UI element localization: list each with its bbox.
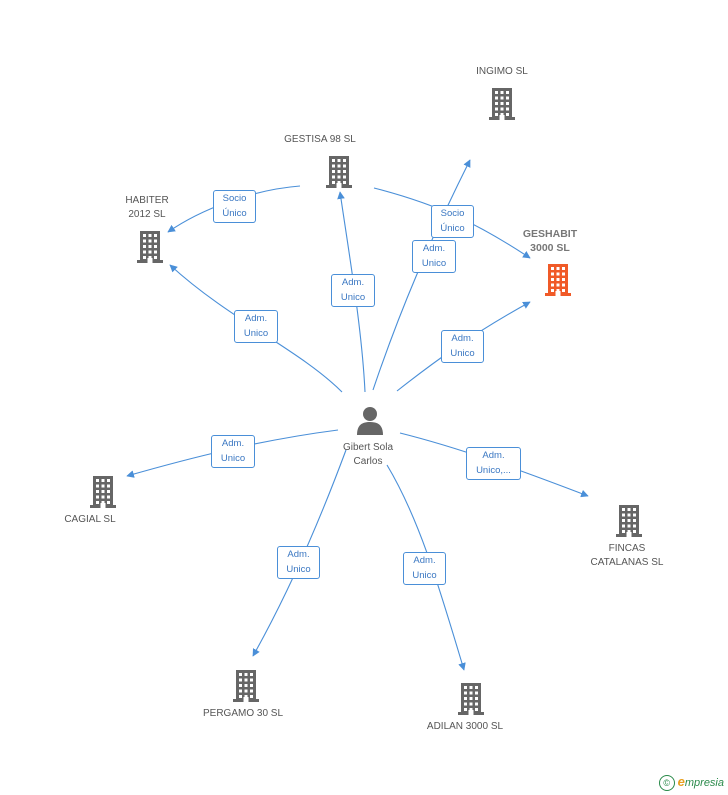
edge-label-to-cagial[interactable]: Adm. Unico — [211, 435, 255, 468]
person-name-line1: Gibert Sola — [342, 442, 394, 453]
company-name-line: 2012 SL — [128, 209, 166, 220]
edge-label-line: Adm. — [482, 450, 505, 461]
building-icon-pergamo[interactable] — [231, 668, 261, 707]
building-icon-ingimo[interactable] — [487, 86, 517, 125]
company-name-line: 3000 SL — [530, 242, 570, 254]
edge-label-to-adilan[interactable]: Adm. Unico — [403, 552, 446, 585]
edge-label-line: Adm. — [341, 277, 365, 288]
edge-label-line: Socio — [222, 193, 247, 204]
company-name-cagial[interactable]: CAGIAL SL — [50, 513, 130, 527]
company-name-line: CATALANAS SL — [590, 557, 664, 568]
edge-label-line: Adm. — [451, 333, 474, 344]
edge-label-to-fincas[interactable]: Adm. Unico,... — [466, 447, 521, 480]
building-icon-gestisa[interactable] — [324, 154, 354, 193]
edge-label-to-habiter[interactable]: Adm. Unico — [234, 310, 278, 343]
company-name-gestisa[interactable]: GESTISA 98 SL — [280, 133, 360, 147]
company-name-habiter[interactable]: HABITER 2012 SL — [107, 194, 187, 222]
building-icon-fincas[interactable] — [614, 503, 644, 542]
edge-label-line: Único — [440, 222, 465, 234]
brand-initial: e — [677, 773, 685, 789]
edge-label-line: Adm. — [244, 313, 268, 324]
company-name-pergamo[interactable]: PERGAMO 30 SL — [183, 707, 303, 721]
building-icon-habiter[interactable] — [135, 229, 165, 268]
company-name-ingimo[interactable]: INGIMO SL — [462, 65, 542, 79]
company-name-line: HABITER — [125, 195, 169, 206]
company-name-fincas[interactable]: FINCAS CATALANAS SL — [560, 542, 694, 570]
company-name-line: PERGAMO 30 SL — [202, 708, 284, 719]
brand-name: mpresia — [684, 776, 724, 789]
edge-label-to-pergamo[interactable]: Adm. Unico — [277, 546, 320, 579]
building-icon-cagial[interactable] — [88, 474, 118, 513]
copyright-icon: © — [658, 775, 675, 791]
edge-label-line: Adm. — [422, 243, 446, 254]
company-name-line: INGIMO SL — [476, 66, 528, 77]
company-name-line: GESHABIT — [522, 228, 578, 240]
edge-label-line: Unico — [220, 452, 246, 464]
edge-label-line: Socio — [440, 208, 465, 219]
person-name[interactable]: Gibert Sola Carlos — [318, 441, 418, 469]
edge-label-line: Unico — [450, 347, 475, 359]
edge-label-line: Unico — [243, 327, 269, 339]
company-name-line: CAGIAL SL — [64, 514, 116, 525]
edge-label-line: Unico — [421, 257, 447, 269]
edge-label-line: Adm. — [287, 549, 310, 560]
edge-label-line: Único — [222, 207, 247, 219]
footer-brand: ©empresia — [658, 773, 724, 791]
company-name-geshabit[interactable]: GESHABIT 3000 SL — [510, 227, 590, 255]
edge-label-to-geshabit[interactable]: Adm. Unico — [441, 330, 484, 363]
edge-label-line: Unico — [340, 291, 366, 303]
edge-label-to-ingimo[interactable]: Adm. Unico — [412, 240, 456, 273]
person-name-line2: Carlos — [353, 456, 383, 467]
edge-label-to-gestisa[interactable]: Adm. Unico — [331, 274, 375, 307]
company-name-line: GESTISA 98 SL — [284, 134, 356, 145]
person-icon[interactable] — [356, 405, 384, 440]
building-icon-adilan[interactable] — [456, 681, 486, 720]
company-name-line: ADILAN 3000 SL — [426, 721, 504, 732]
company-name-line: FINCAS — [608, 543, 646, 554]
building-icon-geshabit[interactable] — [543, 262, 573, 301]
edge-label-line: Unico — [286, 563, 311, 575]
edge-to-ingimo — [372, 159, 471, 391]
edge-label-line: Unico — [412, 569, 437, 581]
company-name-adilan[interactable]: ADILAN 3000 SL — [405, 720, 525, 734]
edge-label-line: Unico,... — [476, 464, 511, 476]
edge-label-line: Adm. — [221, 438, 245, 449]
edge-label-line: Adm. — [413, 555, 436, 566]
